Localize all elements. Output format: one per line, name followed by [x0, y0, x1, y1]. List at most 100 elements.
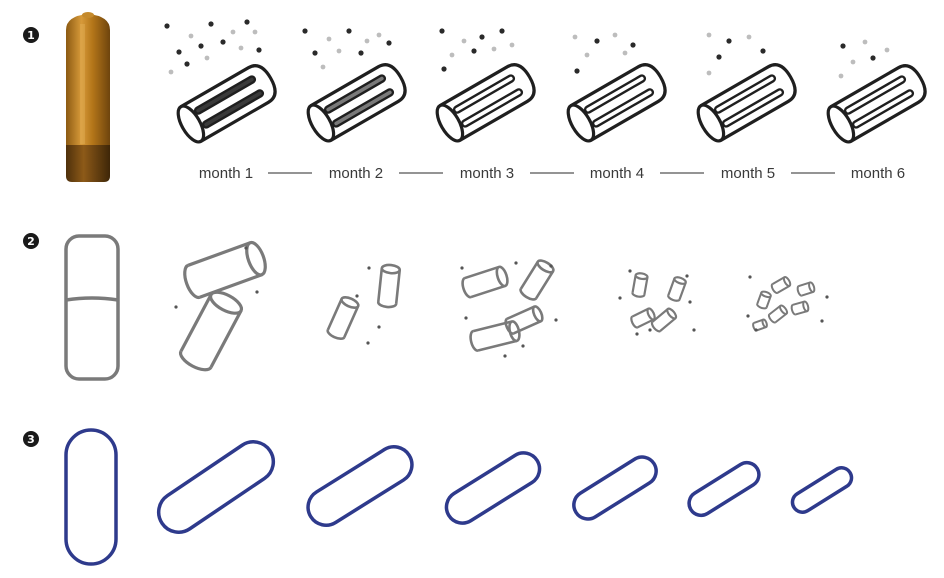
particle-dot [204, 55, 210, 61]
capsule-fragment [756, 290, 772, 310]
particle-dot [572, 34, 578, 40]
particle-dot [630, 42, 636, 48]
particle-dot [449, 52, 455, 58]
particle-dot [499, 28, 505, 34]
particle-dot [238, 45, 244, 51]
particle-dot [726, 38, 732, 44]
particle-dot [184, 61, 190, 67]
capsule-fragment [667, 276, 687, 302]
particle-dot [377, 325, 381, 329]
particle-dot [521, 344, 525, 348]
dissolving-tablet-month-4 [566, 32, 667, 143]
particle-dot [460, 266, 464, 270]
particle-dot [884, 47, 890, 53]
particle-dot [574, 68, 580, 74]
particle-dot [648, 328, 652, 332]
capsule-fragment [770, 276, 792, 294]
row-3-number-badge: 3 [23, 431, 39, 447]
timeline-label-month-6: month 6 [851, 165, 905, 182]
capsule-fragment [376, 263, 402, 309]
particle-dot [441, 66, 447, 72]
particle-dot [198, 43, 204, 49]
particle-dot [754, 328, 758, 332]
rod-outline [156, 440, 276, 534]
particle-dot [355, 294, 359, 298]
particle-dot [346, 28, 352, 34]
particle-dot [825, 295, 829, 299]
particle-dot [326, 36, 332, 42]
capsule-fragment [630, 307, 656, 329]
particle-dot [685, 274, 689, 278]
particle-dot [336, 48, 342, 54]
capsule-fragment [326, 295, 360, 341]
capsule-fragment [796, 281, 816, 297]
capsule-fragment [631, 272, 649, 298]
particle-dot [386, 40, 392, 46]
dissolving-tablet-month-2 [302, 28, 407, 143]
particle-dot [461, 38, 467, 44]
timeline-label-month-1: month 1 [199, 165, 253, 182]
rod-outline [444, 451, 542, 525]
particle-dot [584, 52, 590, 58]
capsule-fragment [469, 320, 521, 352]
particle-dot [622, 50, 628, 56]
rod-outline [572, 455, 658, 521]
capsule-fragment [183, 240, 267, 300]
capsule-fragment [504, 305, 544, 335]
dissolving-tablet-month-1 [164, 19, 277, 144]
particle-dot [471, 48, 477, 54]
particle-dot [692, 328, 696, 332]
particle-dot [208, 21, 214, 27]
particle-dot [618, 296, 622, 300]
particle-dot [244, 246, 248, 250]
row-1-number: 1 [27, 29, 35, 42]
particle-dot [255, 290, 259, 294]
capsule-fragment [519, 259, 555, 301]
particle-dot [188, 33, 194, 39]
particle-dot [252, 29, 258, 35]
dissolving-tablet-month-5 [696, 32, 797, 143]
particle-dot [302, 28, 308, 34]
particle-dot [376, 32, 382, 38]
capsule-fragment [790, 300, 810, 316]
particle-dot [312, 50, 318, 56]
capsule-fragment [767, 304, 789, 324]
particle-dot [554, 318, 558, 322]
particle-dot [256, 47, 262, 53]
tablet-shape [435, 63, 536, 143]
particle-dot [748, 275, 752, 279]
particle-dot [838, 73, 844, 79]
row-2-number-badge: 2 [23, 233, 39, 249]
particle-dot [230, 29, 236, 35]
particle-dot [174, 305, 178, 309]
particle-dot [746, 34, 752, 40]
tablet-shape [176, 64, 277, 144]
particle-dot [168, 69, 174, 75]
particle-dot [364, 38, 370, 44]
timeline-label-month-2: month 2 [329, 165, 383, 182]
rod-outline [790, 466, 854, 514]
rod-outline [687, 460, 761, 518]
particle-dot [746, 314, 750, 318]
particle-dot [850, 59, 856, 65]
dissolving-tablet-month-6 [826, 39, 927, 144]
particle-dot [514, 261, 518, 265]
timeline-label-month-5: month 5 [721, 165, 775, 182]
rod-outline [306, 445, 414, 527]
particle-dot [820, 319, 824, 323]
particle-dot [706, 70, 712, 76]
particle-dot [320, 64, 326, 70]
particle-dot [367, 266, 371, 270]
particle-dot [549, 264, 553, 268]
particle-dot [706, 32, 712, 38]
particle-dot [628, 269, 632, 273]
particle-dot [366, 341, 370, 345]
row-2-fragments [174, 240, 829, 372]
tablet-shape [566, 63, 667, 143]
rod-outline [64, 428, 118, 566]
particle-dot [176, 49, 182, 55]
tablet-shape [826, 64, 927, 144]
row-1-number-badge: 1 [23, 27, 39, 43]
dissolving-tablet-month-3 [435, 28, 536, 143]
